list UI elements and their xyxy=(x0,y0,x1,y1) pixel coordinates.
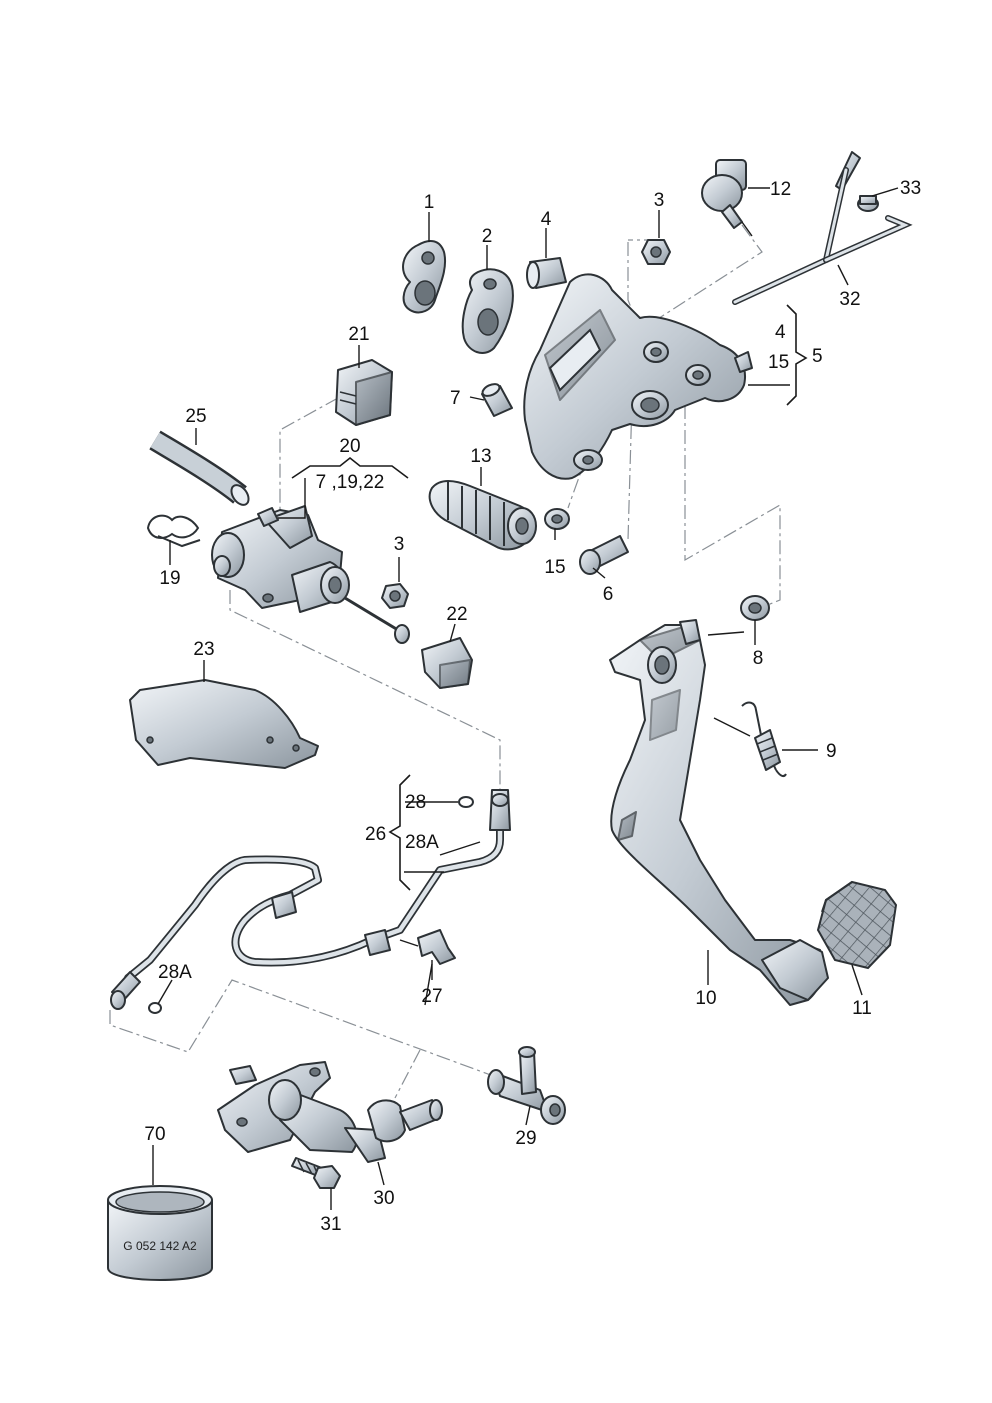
label-21: 21 xyxy=(348,324,369,345)
part-28-o-ring xyxy=(458,796,474,808)
label-3-upper: 3 xyxy=(654,190,665,211)
label-7: 7 xyxy=(450,388,461,409)
part-15-bush xyxy=(544,508,570,530)
label-20: 20 xyxy=(339,436,360,457)
part-8-bush xyxy=(740,595,770,621)
label-5: 5 xyxy=(812,346,823,367)
label-9: 9 xyxy=(826,741,837,762)
part-10-clutch-pedal xyxy=(609,619,829,1006)
part-25-hose xyxy=(149,430,250,506)
label-33: 33 xyxy=(900,178,921,199)
label-4-brace: 4 xyxy=(775,322,786,343)
part-3-nut-lower xyxy=(381,583,409,609)
part-2-gasket xyxy=(461,268,514,354)
part-27-pipe-holder xyxy=(417,929,456,965)
part-1-retaining-clip xyxy=(402,239,446,314)
part-29-bleed-t-piece xyxy=(487,1046,566,1125)
label-3-lower: 3 xyxy=(394,534,405,555)
part-12-pedal-switch xyxy=(701,159,753,237)
label-11: 11 xyxy=(852,998,872,1019)
part-30-slave-cylinder xyxy=(217,1061,443,1163)
part-19-spring-clip xyxy=(146,514,201,548)
label-26: 26 xyxy=(365,824,386,845)
label-28a-lower: 28A xyxy=(158,962,192,983)
label-31: 31 xyxy=(320,1214,341,1235)
label-70: 70 xyxy=(144,1124,165,1145)
brace-20 xyxy=(291,456,409,479)
label-27: 27 xyxy=(421,986,442,1007)
label-30: 30 xyxy=(373,1188,394,1209)
part-26-pipe xyxy=(110,789,511,1010)
brace-26 xyxy=(388,774,411,891)
part-13-over-centre-spring xyxy=(428,480,537,551)
part-70-sleeve: G 052 142 A2 xyxy=(107,1185,213,1281)
label-8: 8 xyxy=(753,648,764,669)
label-15-lower: 15 xyxy=(544,557,565,578)
label-2: 2 xyxy=(482,226,493,247)
brace-5 xyxy=(786,304,808,406)
part-23-heat-shield xyxy=(129,679,319,769)
label-22: 22 xyxy=(446,604,467,625)
part-3-nut-upper xyxy=(641,239,671,265)
label-20-includes: 7 ,19,22 xyxy=(316,472,385,493)
braces xyxy=(291,304,808,891)
part-21-connector-housing xyxy=(335,359,393,426)
label-10: 10 xyxy=(695,988,716,1009)
pedal-bracket xyxy=(523,273,753,480)
part-32-wire-bracket xyxy=(732,151,913,305)
leader-lines xyxy=(152,187,899,1210)
label-4: 4 xyxy=(541,209,552,230)
part-9-return-spring xyxy=(741,701,787,778)
label-15-brace: 15 xyxy=(768,352,789,373)
part-33-nut xyxy=(857,195,879,212)
label-23: 23 xyxy=(193,639,214,660)
clutch-master-cylinder xyxy=(211,505,410,644)
part-number-stamp: G 052 142 A2 xyxy=(123,1239,197,1253)
part-7-pin xyxy=(481,383,513,417)
part-6-bolt xyxy=(579,535,629,575)
label-13: 13 xyxy=(470,446,491,467)
part-labels: 1 2 4 3 12 33 32 4 15 5 7 13 15 6 8 9 10… xyxy=(144,178,921,1235)
label-29: 29 xyxy=(515,1128,536,1149)
label-12: 12 xyxy=(770,179,791,200)
part-4-bush xyxy=(526,257,567,289)
label-1: 1 xyxy=(424,192,435,213)
part-31-bolt xyxy=(291,1157,341,1189)
assembly-dash-lines xyxy=(109,224,781,1099)
label-6: 6 xyxy=(603,584,614,605)
part-22-clip xyxy=(421,637,473,689)
label-28: 28 xyxy=(405,792,426,813)
label-25: 25 xyxy=(185,406,206,427)
part-11-pedal-pad xyxy=(816,880,898,970)
label-28a-upper: 28A xyxy=(405,832,439,853)
part-28a-o-ring xyxy=(148,1002,162,1014)
label-19: 19 xyxy=(159,568,180,589)
label-32: 32 xyxy=(839,289,860,310)
